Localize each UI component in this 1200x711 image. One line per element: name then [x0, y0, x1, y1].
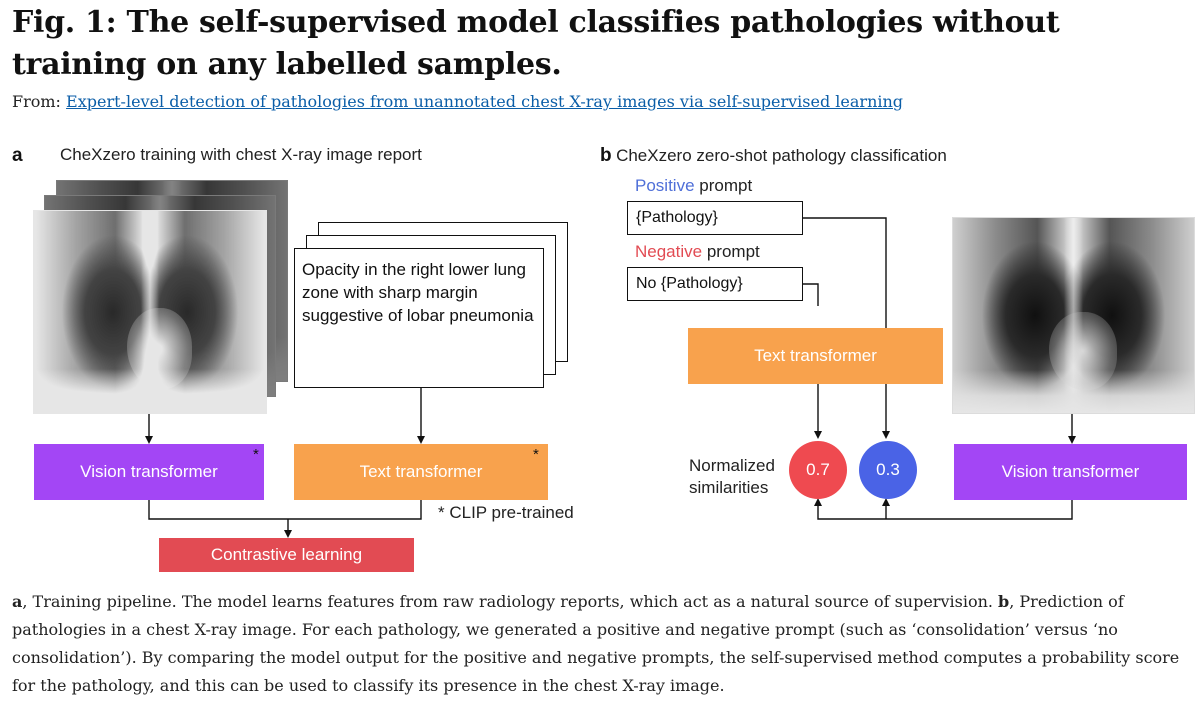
report-card-front — [294, 248, 544, 388]
chest-xray-image-b — [952, 217, 1195, 414]
vision-transformer-box-b: Vision transformer — [954, 444, 1187, 500]
negative-word: Negative — [635, 242, 703, 261]
positive-prompt-line — [802, 217, 890, 439]
panel-a-heading: CheXzero training with chest X-ray image… — [60, 145, 422, 164]
text-clip-asterisk: * — [533, 446, 539, 463]
caption-b-letter: b — [998, 592, 1010, 611]
source-article-link[interactable]: Expert-level detection of pathologies fr… — [66, 92, 904, 111]
text-transformer-label-a: Text transformer — [359, 462, 483, 481]
figure-title: Fig. 1: The self-supervised model classi… — [12, 5, 1060, 82]
positive-similarity-value: 0.3 — [876, 460, 900, 479]
source-line: From: Expert-level detection of patholog… — [12, 92, 903, 111]
caption-a-letter: a — [12, 592, 23, 611]
vision-clip-asterisk: * — [253, 446, 259, 463]
no-pathology-prompt-box: No {Pathology} — [627, 267, 803, 301]
negative-prompt-word: prompt — [706, 242, 760, 261]
vision-to-negative-line — [814, 498, 1073, 520]
similarities-line-1: Normalized — [689, 456, 775, 475]
positive-word: Positive — [635, 176, 695, 195]
positive-similarity-circle: 0.3 — [859, 441, 917, 499]
vision-transformer-box-a: Vision transformer — [34, 444, 264, 500]
positive-prompt-word: prompt — [699, 176, 753, 195]
no-pathology-prompt-text: No {Pathology} — [636, 275, 743, 292]
merge-line — [148, 500, 422, 520]
text-transformer-box-a: Text transformer — [294, 444, 548, 500]
contrastive-learning-label: Contrastive learning — [210, 545, 363, 564]
panel-a-letter: a — [12, 145, 23, 166]
normalized-similarities-label: Normalized similarities — [689, 455, 775, 499]
similarities-line-2: similarities — [689, 478, 769, 497]
radiology-report-text: Opacity in the right lower lung zone wit… — [302, 260, 534, 325]
chest-xray-image — [33, 210, 267, 414]
pathology-prompt-box: {Pathology} — [627, 201, 803, 235]
figure-caption: a, Training pipeline. The model learns f… — [12, 588, 1188, 700]
negative-prompt-label: Negative prompt — [635, 242, 760, 262]
text-transformer-box-b: Text transformer — [688, 328, 943, 384]
panel-b-letter: b — [600, 145, 612, 166]
vision-transformer-label-b: Vision transformer — [1001, 462, 1140, 481]
positive-prompt-label: Positive prompt — [635, 176, 752, 196]
negative-prompt-line — [802, 283, 819, 306]
panel-b-header: b CheXzero zero-shot pathology classific… — [600, 145, 947, 167]
negative-similarity-value: 0.7 — [806, 460, 830, 479]
negative-similarity-circle: 0.7 — [789, 441, 847, 499]
from-label: From: — [12, 92, 61, 111]
pathology-prompt-text: {Pathology} — [636, 209, 718, 226]
caption-b-text: , Prediction of pathologies in a chest X… — [12, 592, 1180, 695]
contrastive-learning-box: Contrastive learning — [159, 538, 414, 572]
text-transformer-label-b: Text transformer — [754, 346, 877, 365]
panel-b-heading: CheXzero zero-shot pathology classificat… — [616, 146, 947, 165]
vision-transformer-label-a: Vision transformer — [80, 462, 218, 481]
caption-a-text: , Training pipeline. The model learns fe… — [22, 592, 999, 611]
clip-pretrained-note: * CLIP pre-trained — [438, 503, 574, 522]
